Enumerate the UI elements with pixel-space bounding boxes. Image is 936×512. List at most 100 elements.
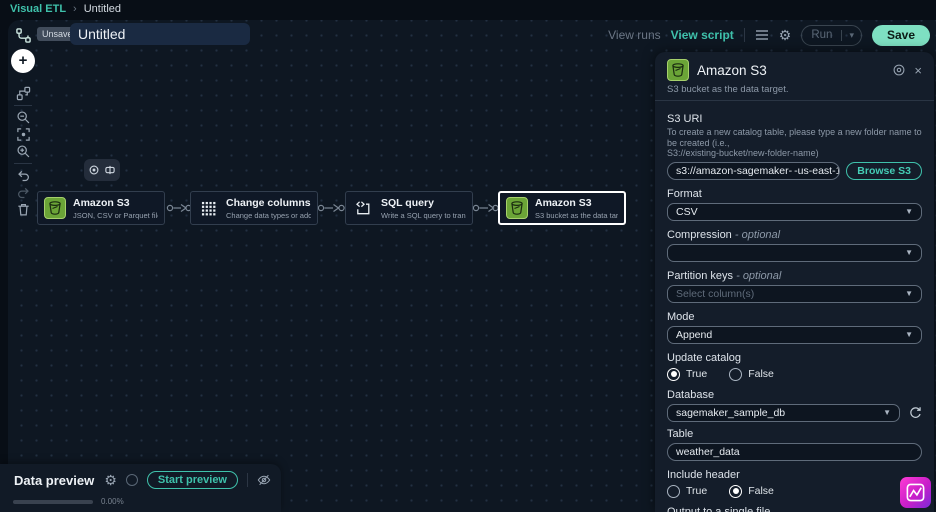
pipeline-icon: [16, 28, 31, 43]
browse-s3-button[interactable]: Browse S3: [846, 161, 922, 180]
node-subtitle: S3 bucket as the data target.: [535, 210, 618, 220]
focus-node-icon[interactable]: [892, 63, 906, 77]
grid-columns-icon: [197, 197, 219, 219]
delete-node-icon[interactable]: [12, 201, 34, 218]
radio-icon: [667, 367, 680, 381]
data-preview-title: Data preview: [14, 472, 95, 488]
partition-keys-label: Partition keys - optional: [667, 269, 782, 282]
redo-icon[interactable]: [12, 184, 34, 201]
update-catalog-false-radio[interactable]: False: [729, 367, 774, 381]
node-subtitle: Write a SQL query to transfor...: [381, 210, 466, 220]
data-preview-panel: Data preview ⚙ Start preview 0.00%: [0, 464, 281, 512]
close-panel-icon[interactable]: ×: [914, 62, 922, 78]
node-amazon-s3-target[interactable]: Amazon S3 S3 bucket as the data target.: [498, 191, 626, 225]
run-caret-icon[interactable]: ▾: [841, 29, 861, 41]
chevron-down-icon: ▼: [905, 248, 913, 257]
assistant-icon[interactable]: [900, 477, 931, 508]
radio-label: False: [748, 368, 774, 380]
compression-select[interactable]: ▼: [667, 243, 922, 262]
session-status-icon: [125, 474, 138, 486]
settings-gear-icon[interactable]: ⚙: [778, 27, 792, 43]
s3-uri-prefix: s3://amazon-sagemaker-: [676, 164, 793, 177]
s3-bucket-icon: [667, 59, 689, 81]
top-toolbar: View runs View script ⚙ Run ▾ Save: [608, 24, 930, 46]
node-title: Change columns: [226, 196, 311, 209]
run-button[interactable]: Run ▾: [801, 24, 862, 46]
radio-label: True: [686, 485, 708, 497]
refresh-databases-icon[interactable]: [908, 406, 922, 420]
sql-query-icon: [352, 197, 374, 219]
include-header-label: Include header: [667, 468, 740, 481]
rail-divider: [14, 163, 32, 164]
chevron-down-icon: ▼: [905, 207, 913, 216]
radio-label: True: [686, 368, 708, 380]
partition-keys-select[interactable]: Select column(s) ▼: [667, 284, 922, 303]
toolbar-divider: [743, 28, 745, 42]
update-catalog-radio-group: True False: [667, 367, 922, 381]
preview-progress-bar: [13, 499, 93, 504]
node-mini-toolbar: [84, 159, 120, 181]
breadcrumb-visual-etl[interactable]: Visual ETL: [10, 3, 67, 15]
chevron-down-icon: ▼: [905, 330, 913, 339]
s3-uri-suffix: -us-east-1-c: [794, 164, 839, 177]
node-sql-query[interactable]: SQL query Write a SQL query to transfor.…: [345, 191, 473, 225]
mode-select[interactable]: Append ▼: [667, 325, 922, 344]
node-change-columns[interactable]: Change columns Change data types or add …: [190, 191, 318, 225]
list-view-icon[interactable]: [755, 29, 769, 41]
node-title: Amazon S3: [535, 196, 592, 209]
table-input[interactable]: [667, 442, 922, 461]
add-node-button[interactable]: +: [11, 49, 35, 73]
breadcrumb: Visual ETL › Untitled: [0, 0, 936, 18]
breadcrumb-current: Untitled: [83, 3, 122, 15]
compression-label: Compression - optional: [667, 228, 781, 241]
s3-uri-description: To create a new catalog table, please ty…: [667, 127, 922, 158]
format-label: Format: [667, 187, 702, 200]
preview-settings-gear-icon[interactable]: ⚙: [104, 472, 117, 488]
s3-bucket-icon: [44, 197, 66, 219]
panel-title: Amazon S3: [697, 62, 767, 78]
format-value: CSV: [676, 205, 698, 218]
partition-keys-placeholder: Select column(s): [676, 287, 755, 300]
radio-icon: [729, 367, 743, 381]
node-subtitle: JSON, CSV or Parquet file store...: [73, 210, 158, 220]
zoom-in-icon[interactable]: [12, 143, 34, 160]
radio-label: False: [748, 485, 774, 497]
undo-icon[interactable]: [12, 167, 34, 184]
s3-bucket-icon: [506, 197, 528, 219]
node-amazon-s3-source[interactable]: Amazon S3 JSON, CSV or Parquet file stor…: [37, 191, 165, 225]
start-preview-button[interactable]: Start preview: [146, 471, 238, 489]
fit-view-icon[interactable]: [12, 126, 34, 143]
hide-preview-icon[interactable]: [257, 473, 271, 487]
preview-progress-percent: 0.00%: [101, 497, 124, 506]
database-value: sagemaker_sample_db: [676, 406, 786, 419]
database-label: Database: [667, 388, 715, 401]
radio-icon: [729, 484, 743, 498]
node-subtitle: Change data types or add cust...: [226, 210, 311, 220]
breadcrumb-separator: ›: [73, 3, 77, 15]
single-file-label: Output to a single file: [667, 505, 771, 512]
duplicate-node-icon[interactable]: [104, 164, 116, 176]
update-catalog-true-radio[interactable]: True: [667, 367, 708, 381]
preview-node-icon[interactable]: [88, 164, 100, 176]
include-header-true-radio[interactable]: True: [667, 484, 708, 498]
s3-uri-input[interactable]: s3://amazon-sagemaker--us-east-1-c: [667, 161, 841, 180]
run-label: Run: [811, 29, 833, 41]
view-runs-link[interactable]: View runs: [608, 28, 661, 42]
canvas-toolbar: +: [10, 49, 36, 218]
mode-value: Append: [676, 328, 713, 341]
zoom-out-icon[interactable]: [12, 109, 34, 126]
node-config-panel: Amazon S3 × S3 bucket as the data target…: [655, 52, 934, 512]
include-header-false-radio[interactable]: False: [729, 484, 774, 498]
database-select[interactable]: sagemaker_sample_db ▼: [667, 403, 900, 422]
view-script-link[interactable]: View script: [670, 28, 734, 42]
auto-layout-icon[interactable]: [12, 85, 34, 102]
table-label: Table: [667, 427, 694, 440]
save-button[interactable]: Save: [871, 24, 930, 46]
rail-divider: [14, 105, 32, 106]
flow-title-input[interactable]: [70, 23, 250, 45]
mode-label: Mode: [667, 310, 695, 323]
format-select[interactable]: CSV ▼: [667, 202, 922, 221]
preview-divider: [247, 473, 248, 487]
node-title: SQL query: [381, 196, 434, 209]
node-title: Amazon S3: [73, 196, 130, 209]
